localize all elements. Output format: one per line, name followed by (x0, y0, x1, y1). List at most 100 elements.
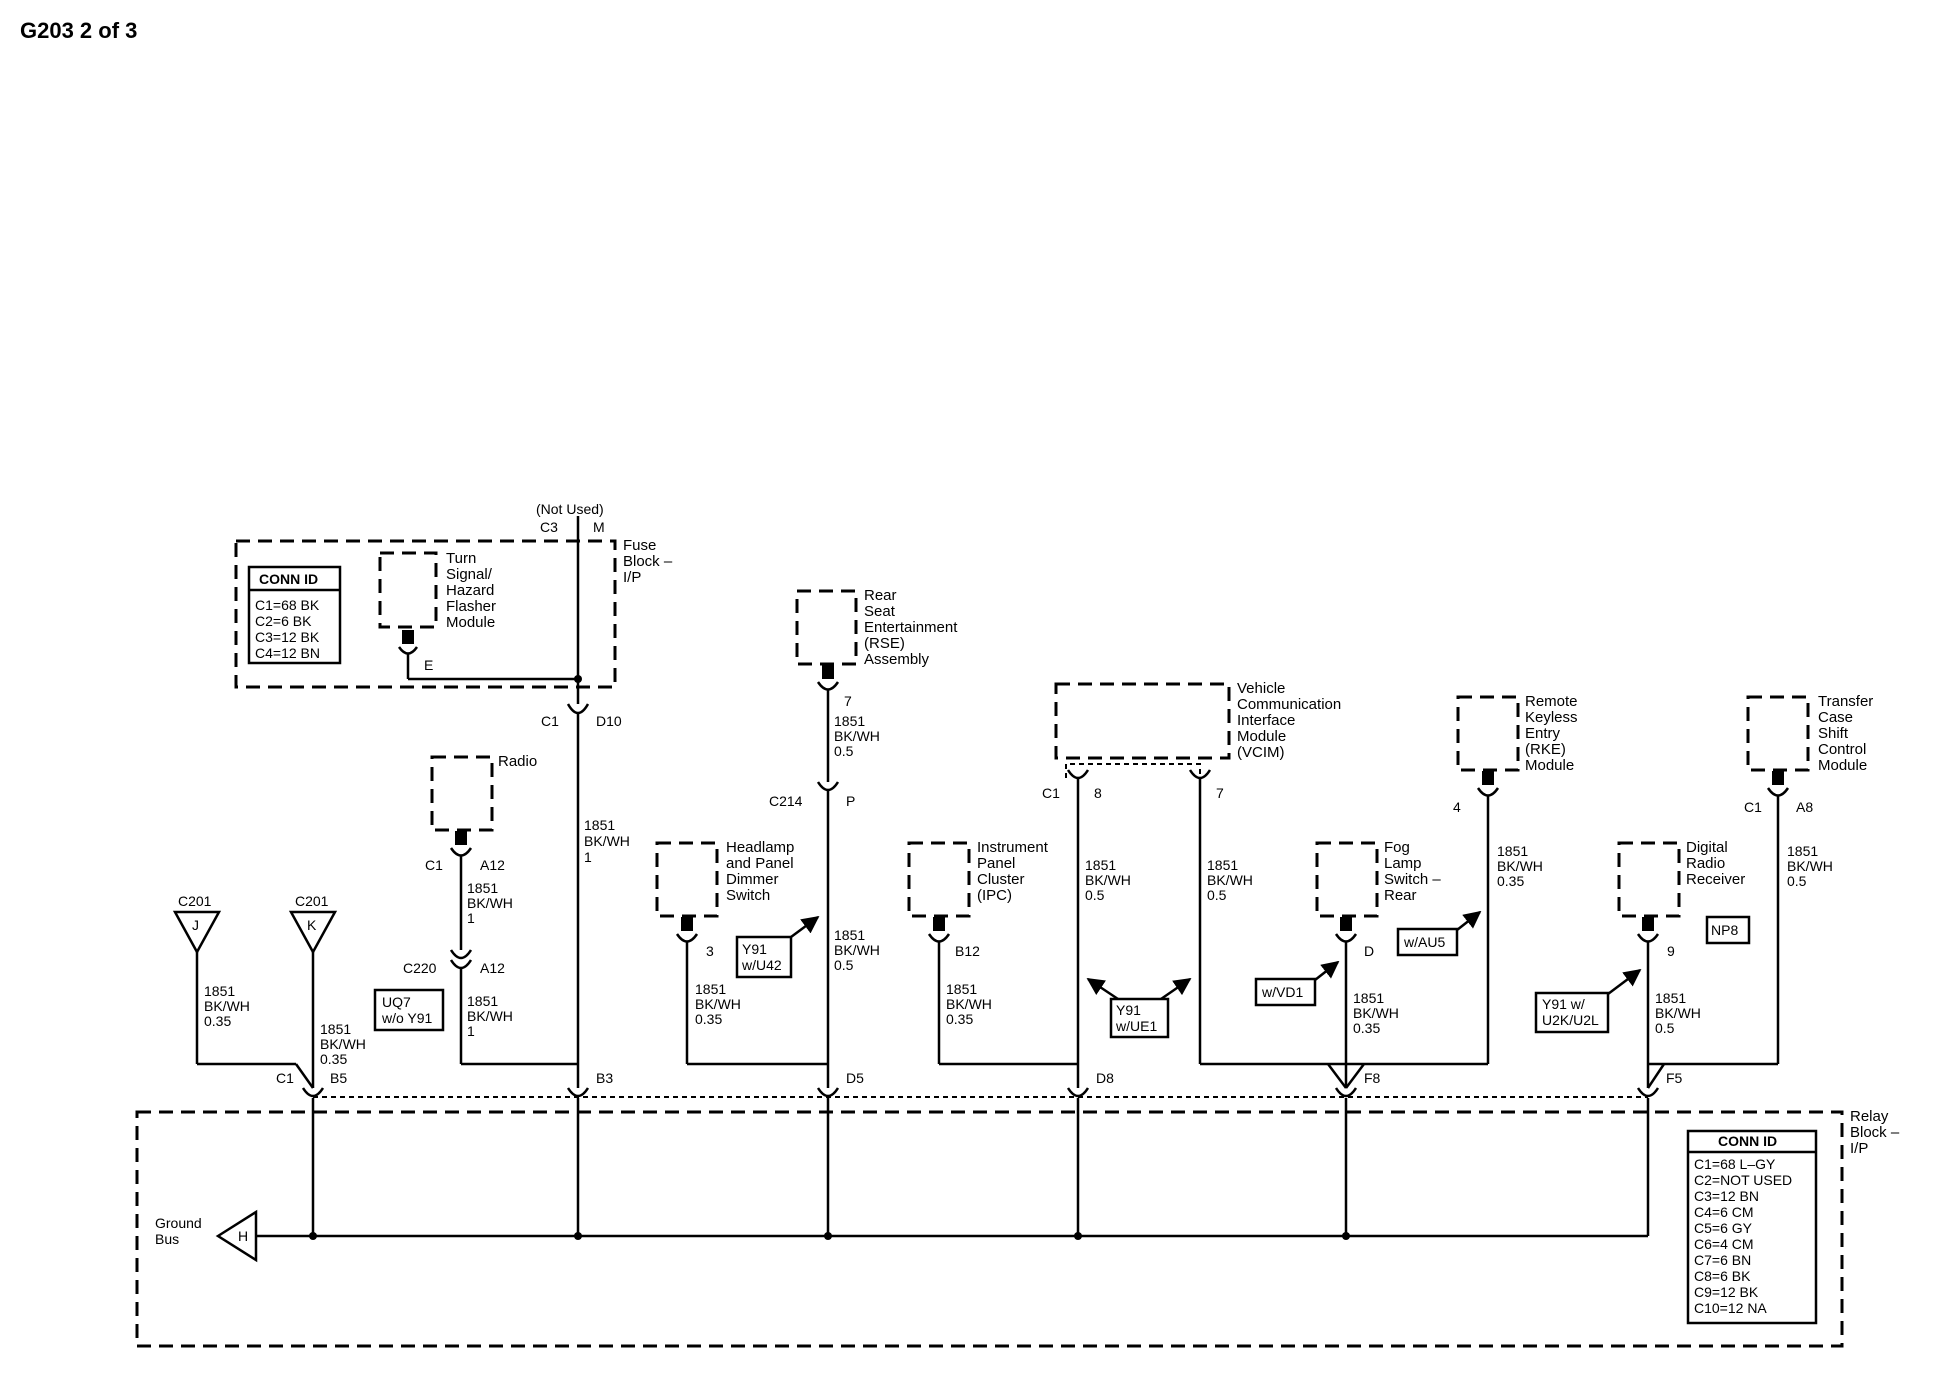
radio-wire2: 1851 (467, 993, 498, 1009)
transfer-case-pin: A8 (1796, 799, 1813, 815)
relay-block-label: I/P (1850, 1140, 1868, 1157)
rke-module: Remote Keyless Entry (RKE) Module 4 w/AU… (1346, 693, 1578, 1066)
c201-k-conn: C201 (295, 893, 329, 909)
rse-wire2: 1851 (834, 927, 865, 943)
digital-radio-label: Radio (1686, 855, 1725, 872)
relay-pin-label: B5 (330, 1070, 347, 1086)
radio-option: UQ7 (382, 994, 411, 1010)
headlamp-wire: BK/WH (695, 996, 741, 1012)
ipc-label: (IPC) (977, 887, 1012, 904)
digital-radio-pin: 9 (1667, 943, 1675, 959)
radio-wire2: BK/WH (467, 1008, 513, 1024)
relay-conn-id-row: C9=12 BK (1694, 1284, 1759, 1300)
ipc-wire: BK/WH (946, 996, 992, 1012)
vcim-label: Module (1237, 728, 1286, 745)
c201-k-pin: K (307, 917, 317, 933)
headlamp-label: Headlamp (726, 839, 794, 856)
relay-conn-id-row: C1=68 L–GY (1694, 1156, 1776, 1172)
fog-label: Lamp (1384, 855, 1422, 872)
headlamp-label: Switch (726, 887, 770, 904)
fog-wire: 0.35 (1353, 1020, 1380, 1036)
relay-conn-id-row: C6=4 CM (1694, 1236, 1754, 1252)
fuse-conn-id-row: C3=12 BK (255, 629, 320, 645)
fuse-block-label-1: Fuse (623, 537, 656, 554)
vcim-label: Interface (1237, 712, 1295, 729)
transfer-case-module: Transfer Case Shift Control Module C1 A8… (1648, 693, 1873, 1066)
radio-wire2: 1 (467, 1023, 475, 1039)
headlamp-label: and Panel (726, 855, 794, 872)
relay-pin-label: F5 (1666, 1070, 1683, 1086)
fuse-conn-id-row: C2=6 BK (255, 613, 312, 629)
digital-radio-label: Receiver (1686, 871, 1745, 888)
rse-wire1: BK/WH (834, 728, 880, 744)
rke-wire: BK/WH (1497, 858, 1543, 874)
c201-j-wire: 0.35 (204, 1013, 231, 1029)
fuse-block-label-3: I/P (623, 569, 641, 586)
ipc-label: Panel (977, 855, 1015, 872)
vcim-wire8: 1851 (1085, 857, 1116, 873)
transfer-case-wire: 1851 (1787, 843, 1818, 859)
rke-label: Entry (1525, 725, 1561, 742)
vcim-wire8: BK/WH (1085, 872, 1131, 888)
rse-assembly: Rear Seat Entertainment (RSE) Assembly 7… (735, 587, 958, 1088)
transfer-case-wire: 0.5 (1787, 873, 1807, 889)
relay-block-label: Relay (1850, 1108, 1889, 1125)
rke-label: Keyless (1525, 709, 1578, 726)
relay-conn-id-row: C7=6 BN (1694, 1252, 1751, 1268)
radio-wire1: 1851 (467, 880, 498, 896)
radio-wire1: BK/WH (467, 895, 513, 911)
relay-conn-id-row: C10=12 NA (1694, 1300, 1767, 1316)
relay-c1-label: C1 (276, 1070, 294, 1086)
digital-radio-wire: 1851 (1655, 990, 1686, 1006)
fuse-conn-id-row: C4=12 BN (255, 645, 320, 661)
fuse-d10-label: D10 (596, 713, 622, 729)
rke-pin: 4 (1453, 799, 1461, 815)
transfer-case-label: Transfer (1818, 693, 1873, 710)
c201-k-wire: BK/WH (320, 1036, 366, 1052)
vcim-module: Vehicle Communication Interface Module (… (1042, 680, 1346, 1088)
radio-c1-label: C1 (425, 857, 443, 873)
digital-radio-wire: 0.5 (1655, 1020, 1675, 1036)
rse-wire2: 0.5 (834, 957, 854, 973)
fuse-c3-label: C3 (540, 519, 558, 535)
relay-conn-id-table: CONN ID C1=68 L–GY C2=NOT USED C3=12 BN … (1686, 1129, 1818, 1325)
radio-label: Radio (498, 753, 537, 770)
fog-label: Rear (1384, 887, 1417, 904)
rse-c214: C214 (769, 793, 803, 809)
radio-circuit: Radio C1 A12 1851 BK/WH 1 C220 A12 1851 … (373, 753, 578, 1066)
fog-label: Fog (1384, 839, 1410, 856)
vcim-c1: C1 (1042, 785, 1060, 801)
headlamp-pin: 3 (706, 943, 714, 959)
rse-label: Seat (864, 603, 896, 620)
vcim-wire7: 1851 (1207, 857, 1238, 873)
transfer-case-label: Control (1818, 741, 1866, 758)
turn-signal-label: Flasher (446, 598, 496, 615)
rse-p: P (846, 793, 855, 809)
transfer-case-label: Module (1818, 757, 1867, 774)
fog-label: Switch – (1384, 871, 1441, 888)
relay-conn-id-row: C4=6 CM (1694, 1204, 1754, 1220)
ipc-label: Cluster (977, 871, 1025, 888)
turn-signal-label: Turn (446, 550, 476, 567)
digital-radio-receiver: Digital Radio Receiver 9 Y91 w/ U2K/U2L … (1534, 839, 1745, 1088)
fog-wire: 1851 (1353, 990, 1384, 1006)
instrument-panel-cluster: Instrument Panel Cluster (IPC) B12 1851 … (907, 839, 1078, 1066)
radio-a12-label: A12 (480, 857, 505, 873)
c201-k-wire: 0.35 (320, 1051, 347, 1067)
vcim-wire7: 0.5 (1207, 887, 1227, 903)
fuse-wire-label: BK/WH (584, 833, 630, 849)
c201-j-wire: 1851 (204, 983, 235, 999)
fuse-c1-label: C1 (541, 713, 559, 729)
radio-c220-label: C220 (403, 960, 437, 976)
digital-radio-label: Digital (1686, 839, 1728, 856)
relay-pin-label: F8 (1364, 1070, 1381, 1086)
rse-wire1: 1851 (834, 713, 865, 729)
relay-conn-id-title: CONN ID (1718, 1133, 1777, 1149)
fog-lamp-switch: Fog Lamp Switch – Rear D w/VD1 1851 BK/W… (1254, 839, 1441, 1088)
vcim-pin8: 8 (1094, 785, 1102, 801)
turn-signal-label: Hazard (446, 582, 494, 599)
rse-wire1: 0.5 (834, 743, 854, 759)
fog-pin: D (1364, 943, 1374, 959)
headlamp-wire: 0.35 (695, 1011, 722, 1027)
ground-bus-label: Ground (155, 1215, 202, 1231)
